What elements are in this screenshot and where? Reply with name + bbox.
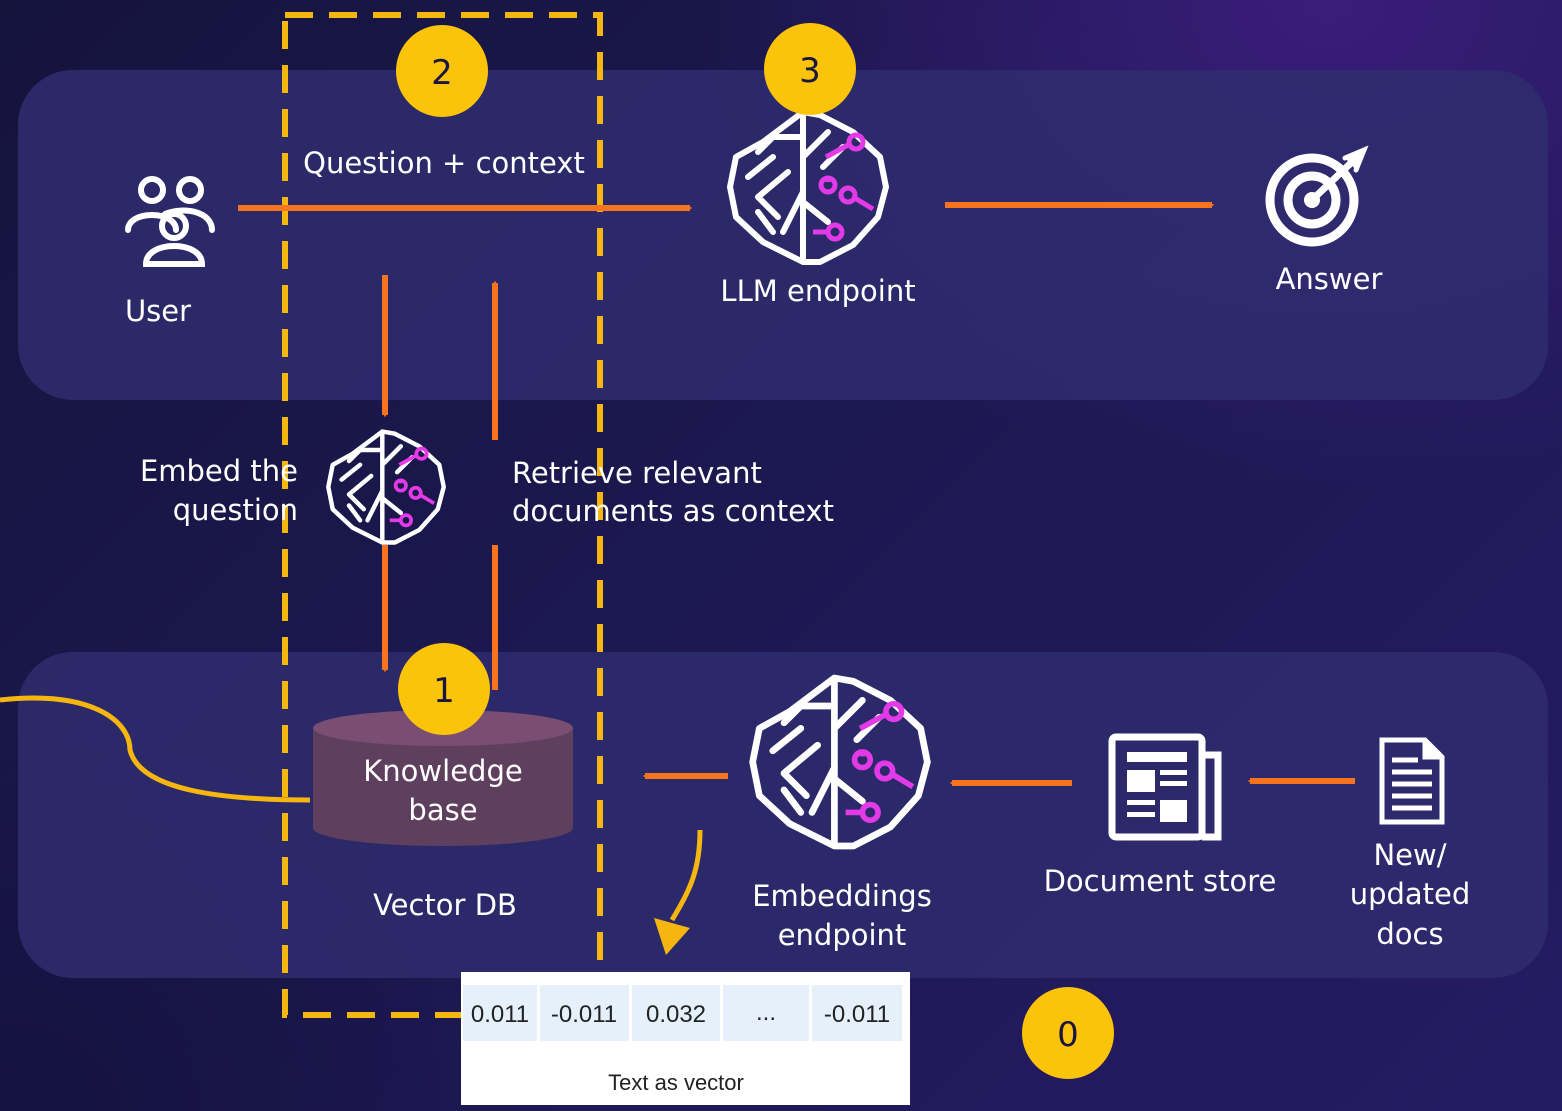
users-icon (125, 176, 215, 267)
knowledge-base-label-line2: base (408, 793, 477, 827)
embed-question-label-line2: question (173, 493, 298, 527)
step-badge-1: 1 (398, 643, 490, 735)
target-icon (1265, 145, 1369, 247)
text-as-vector-caption: Text as vector (608, 1070, 744, 1095)
step-badge-2: 2 (396, 25, 488, 117)
text-as-vector-card: 0.011 -0.011 0.032 ... -0.011 Text as ve… (461, 972, 910, 1105)
vector-value-ellipsis: ... (756, 999, 776, 1026)
newspaper-icon (1108, 733, 1222, 841)
document-store-label: Document store (1044, 864, 1277, 898)
vector-db-label: Vector DB (373, 888, 517, 922)
knowledge-base-connector (0, 695, 311, 803)
step-badge-1-label: 1 (433, 671, 455, 711)
new-docs-label-line2: updated (1350, 877, 1471, 911)
user-label: User (125, 294, 191, 328)
question-context-label: Question + context (303, 146, 585, 180)
vector-value-1: 0.011 (471, 1001, 529, 1028)
embeddings-endpoint-label-line1: Embeddings (752, 879, 932, 913)
step-badge-3-label: 3 (799, 51, 821, 91)
step-badge-0: 0 (1022, 987, 1114, 1079)
new-docs-label-line3: docs (1376, 917, 1443, 951)
step-badge-2-label: 2 (431, 53, 453, 93)
step-badge-3: 3 (764, 23, 856, 115)
new-docs-label-line1: New/ (1373, 838, 1446, 872)
embed-brain-icon (328, 432, 443, 543)
embeddings-endpoint-label-line2: endpoint (778, 918, 907, 952)
llm-endpoint-label: LLM endpoint (720, 274, 915, 308)
vector-value-3: 0.032 (646, 1001, 706, 1028)
vector-value-5: -0.011 (824, 1001, 890, 1028)
retrieve-label-line2: documents as context (512, 494, 834, 528)
document-icon (1379, 737, 1445, 825)
vector-value-2: -0.011 (551, 1001, 617, 1028)
retrieval-boundary (282, 12, 603, 1018)
answer-label: Answer (1276, 262, 1383, 296)
retrieve-label-line1: Retrieve relevant (512, 456, 762, 490)
knowledge-base-label-line1: Knowledge (363, 754, 522, 788)
embed-question-label-line1: Embed the (140, 454, 298, 488)
step-badge-0-label: 0 (1057, 1015, 1079, 1055)
vector-connector (669, 829, 703, 922)
vector-connector-arrowhead (654, 918, 690, 955)
